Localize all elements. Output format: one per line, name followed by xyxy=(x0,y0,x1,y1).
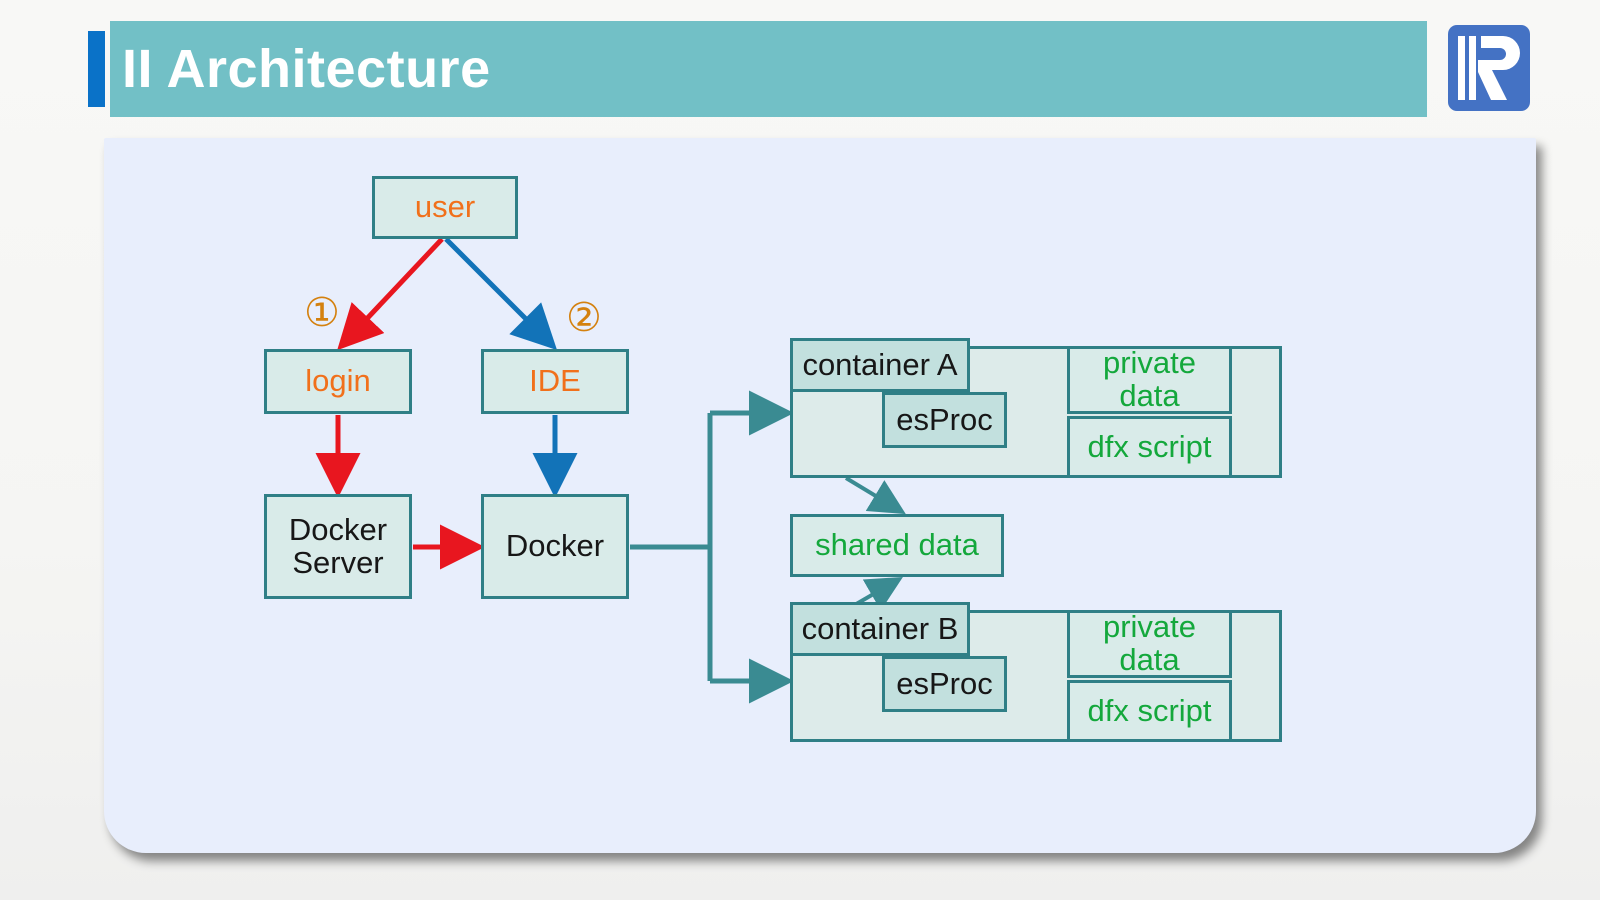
node-docker-server-line2: Server xyxy=(292,544,384,580)
node-dfx-script-a[interactable]: dfx script xyxy=(1067,416,1232,478)
node-esproc-b[interactable]: esProc xyxy=(882,656,1007,712)
node-shared-data[interactable]: shared data xyxy=(790,514,1004,577)
node-private-data-a[interactable]: private data xyxy=(1067,346,1232,414)
node-user[interactable]: user xyxy=(372,176,518,239)
container-b-label: container B xyxy=(790,602,970,656)
raqsoft-logo-icon xyxy=(1447,24,1531,112)
node-docker-server[interactable]: Docker Server xyxy=(264,494,412,599)
header-banner xyxy=(110,21,1427,117)
node-login[interactable]: login xyxy=(264,349,412,414)
node-dfx-script-b[interactable]: dfx script xyxy=(1067,680,1232,742)
node-docker-server-line1: Docker xyxy=(288,511,388,547)
page-title: II Architecture xyxy=(122,39,491,99)
container-a-label: container A xyxy=(790,338,970,392)
header-accent-bar xyxy=(88,31,105,107)
node-docker[interactable]: Docker xyxy=(481,494,629,599)
node-private-data-b[interactable]: private data xyxy=(1067,610,1232,678)
node-ide[interactable]: IDE xyxy=(481,349,629,414)
node-esproc-a[interactable]: esProc xyxy=(882,392,1007,448)
step-marker-2: ② xyxy=(566,296,602,340)
step-marker-1: ① xyxy=(304,291,340,335)
architecture-diagram: ① ② user login IDE Docker Server Docker … xyxy=(104,138,1536,853)
content-panel: ① ② user login IDE Docker Server Docker … xyxy=(104,138,1536,853)
